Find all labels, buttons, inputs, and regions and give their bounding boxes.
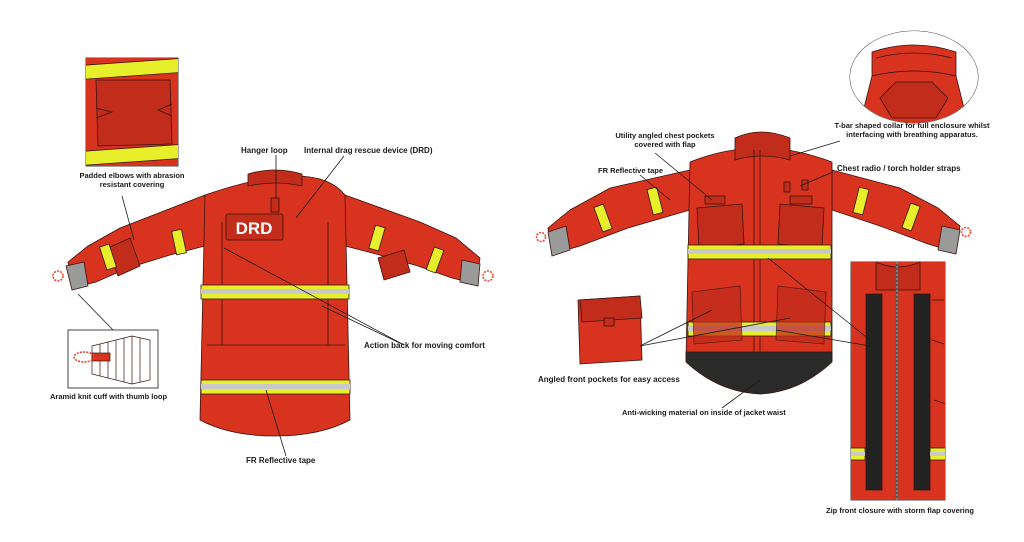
drd-patch — [225, 213, 284, 241]
label-collar-line2: interfacing with breathing apparatus. — [846, 130, 978, 139]
label-padded-elbows-line2: resistant covering — [99, 180, 165, 189]
padded-elbow-detail — [85, 57, 179, 167]
label-action-back: Action back for moving comfort — [364, 341, 485, 350]
front-right-lower-pocket — [775, 285, 827, 345]
back-view-jacket: DRD — [52, 169, 494, 437]
back-right-thumb-loop — [482, 270, 494, 282]
angled-pocket-detail — [577, 295, 643, 365]
back-left-cuff — [65, 261, 89, 291]
front-left-sleeve-tape — [593, 203, 613, 233]
back-left-sleeve-tape — [99, 243, 117, 271]
back-right-sleeve — [344, 194, 481, 285]
radio-strap — [783, 181, 791, 193]
label-knit-cuff: Aramid knit cuff with thumb loop — [50, 392, 168, 401]
hanger-loop — [270, 197, 280, 213]
label-hanger-loop: Hanger loop — [241, 146, 288, 155]
back-right-sleeve-tape — [368, 224, 386, 252]
back-left-thumb-loop — [52, 270, 64, 282]
front-left-thumb-loop — [535, 231, 547, 243]
label-front-pockets: Angled front pockets for easy access — [538, 375, 680, 384]
label-zip-front: Zip front closure with storm flap coveri… — [826, 506, 974, 515]
front-left-sleeve — [547, 169, 691, 255]
label-drd: Internal drag rescue device (DRD) — [304, 146, 433, 155]
callout-lines — [77, 140, 871, 457]
label-chest-pockets-line2: covered with flap — [634, 140, 696, 149]
label-padded-elbows: Padded elbows with abrasion resistant co… — [68, 171, 196, 189]
back-right-cuff — [459, 259, 481, 287]
label-front-fr-tape: FR Reflective tape — [598, 166, 664, 175]
label-collar-line1: T-bar shaped collar for full enclosure w… — [834, 121, 990, 130]
front-right-chest-pocket — [777, 203, 825, 249]
zip-storm-flap-detail — [850, 261, 946, 501]
collar-detail — [849, 30, 979, 124]
label-chest-pockets-line1: Utility angled chest pockets — [615, 131, 715, 140]
front-collar — [734, 131, 791, 161]
label-padded-elbows-line1: Padded elbows with abrasion — [79, 171, 185, 180]
front-view-jacket — [535, 131, 972, 395]
knit-cuff-detail — [67, 329, 159, 389]
front-right-cuff — [937, 225, 961, 255]
label-collar: T-bar shaped collar for full enclosure w… — [815, 121, 1009, 139]
label-chest-pockets: Utility angled chest pockets covered wit… — [604, 131, 726, 149]
label-anti-wicking: Anti-wicking material on inside of jacke… — [622, 408, 786, 417]
front-right-sleeve-tape — [852, 186, 870, 216]
label-back-fr-tape: FR Reflective tape — [246, 456, 316, 465]
front-right-thumb-loop — [960, 226, 972, 238]
front-left-cuff — [547, 225, 571, 257]
back-right-elbow-pad — [377, 249, 411, 281]
back-left-sleeve — [67, 194, 206, 289]
front-waist-lining — [685, 351, 833, 395]
back-collar — [247, 169, 303, 187]
drd-patch-text: DRD — [236, 219, 273, 238]
label-radio-straps: Chest radio / torch holder straps — [837, 164, 961, 173]
front-left-chest-pocket — [696, 203, 745, 249]
